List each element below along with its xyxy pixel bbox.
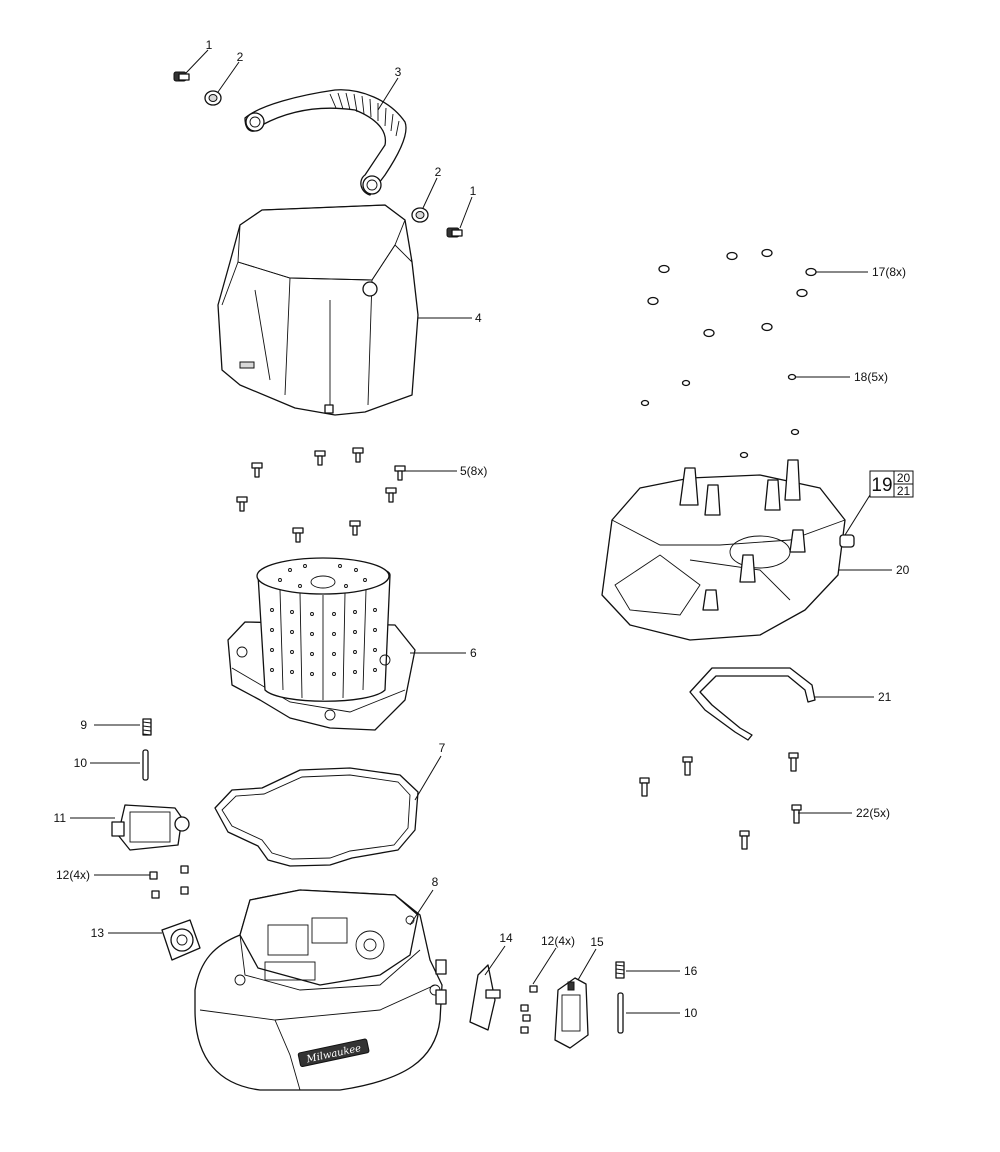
part-20-reflector-base <box>601 459 855 641</box>
part-5-screws <box>236 447 406 543</box>
callout-10-left: 10 <box>74 756 88 770</box>
part-7-gasket <box>214 767 419 867</box>
callout-5: 5(8x) <box>460 464 487 478</box>
part-6-led-core <box>227 557 416 731</box>
part-16-spring <box>615 961 625 979</box>
callout-1-right: 1 <box>470 184 477 198</box>
callout-14: 14 <box>499 931 513 945</box>
callout-16: 16 <box>684 964 698 978</box>
callout-labels: 1 2 3 2 1 4 5(8x) 6 7 8 9 10 11 12(4x) 1… <box>54 38 910 1020</box>
part-10-pin-left <box>142 749 149 781</box>
callout-3: 3 <box>395 65 402 79</box>
part-4-cover <box>217 204 419 416</box>
callout-12-right: 12(4x) <box>541 934 575 948</box>
part-2-bushing-right <box>411 207 429 223</box>
callout-4: 4 <box>475 311 482 325</box>
part-11-door <box>111 804 190 851</box>
part-1-screw-right <box>446 227 463 238</box>
part-1-screw-left <box>173 71 190 82</box>
part-13-connector <box>161 919 201 961</box>
part-14-bracket <box>469 964 501 1031</box>
callout-10-right: 10 <box>684 1006 698 1020</box>
callout-2-left: 2 <box>237 50 244 64</box>
part-3-handle <box>244 89 407 196</box>
kit-box-sub-bottom: 21 <box>897 484 911 498</box>
callout-15: 15 <box>590 935 604 949</box>
callout-6: 6 <box>470 646 477 660</box>
part-12-screws-right <box>520 985 538 1034</box>
callout-22: 22(5x) <box>856 806 890 820</box>
callout-2-right: 2 <box>435 165 442 179</box>
kit-box-main-number: 19 <box>871 475 892 496</box>
kit-box-sub-top: 20 <box>897 471 911 485</box>
callout-1-left: 1 <box>206 38 213 52</box>
leader-lines <box>70 49 892 1014</box>
part-10-pin-right <box>617 992 624 1034</box>
callout-9: 9 <box>80 718 87 732</box>
part-8-base-housing: Milwaukee <box>194 889 447 1091</box>
callout-8: 8 <box>432 875 439 889</box>
part-22-screws <box>639 752 802 850</box>
part-18-small-rings <box>640 373 800 459</box>
part-9-spring <box>142 718 152 736</box>
callout-21: 21 <box>878 690 892 704</box>
part-17-o-rings <box>647 248 817 338</box>
callout-20: 20 <box>896 563 910 577</box>
callout-13: 13 <box>91 926 105 940</box>
part-12-screws-left <box>149 865 189 899</box>
callout-7: 7 <box>439 741 446 755</box>
callout-11: 11 <box>54 811 67 825</box>
callout-12-left: 12(4x) <box>56 868 90 882</box>
callout-17: 17(8x) <box>872 265 906 279</box>
part-15-door <box>554 977 589 1049</box>
part-21-wire-bracket <box>689 667 816 741</box>
kit-box-19: 19 20 21 <box>869 470 914 498</box>
callout-18: 18(5x) <box>854 370 888 384</box>
part-2-bushing-left <box>204 90 222 106</box>
